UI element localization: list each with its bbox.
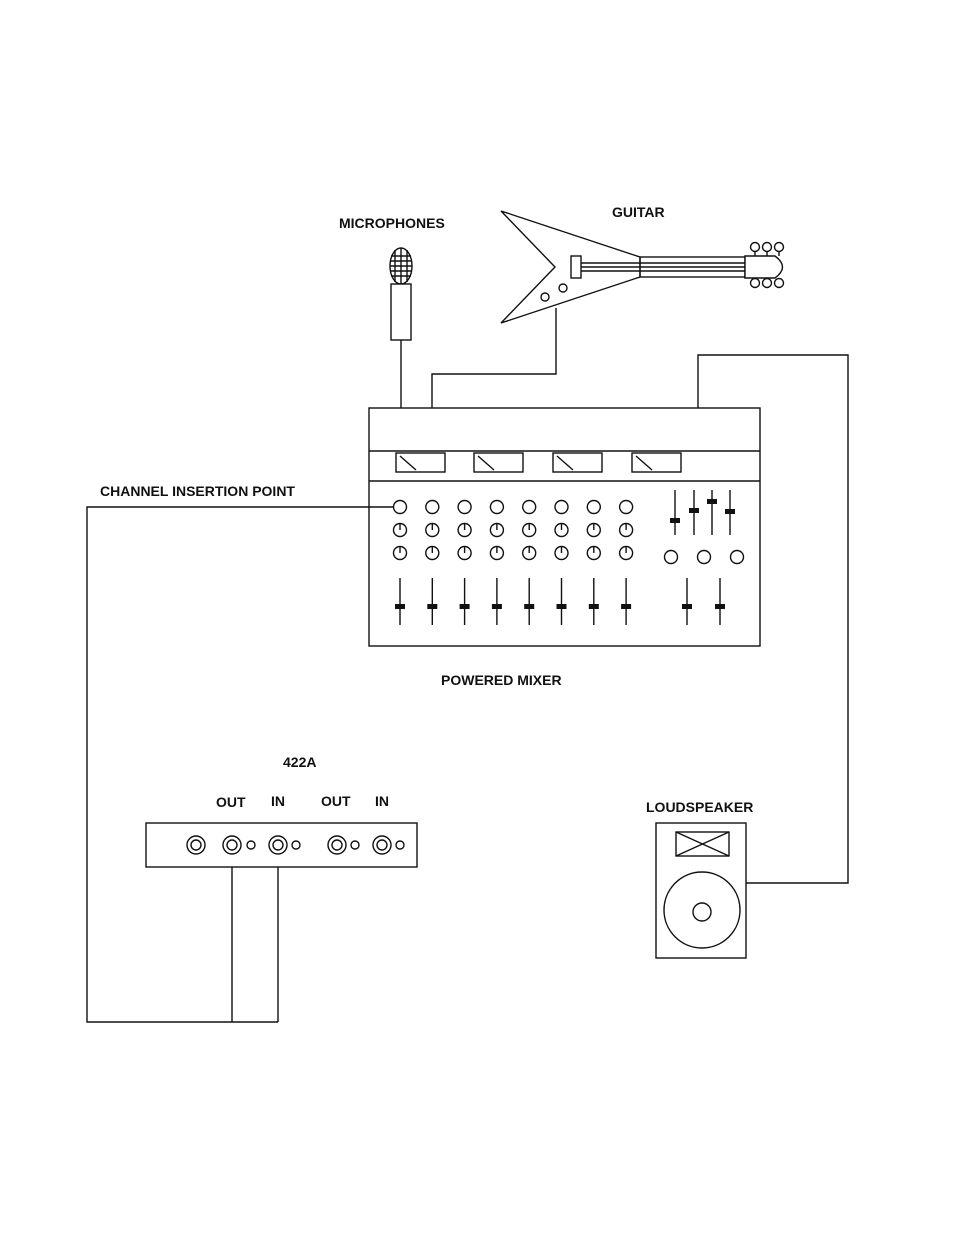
channel-fader-knob [395,604,405,609]
powered-mixer-label: POWERED MIXER [441,672,562,688]
channel-fader-knob [557,604,567,609]
microphone-icon [390,248,412,408]
loudspeaker-label: LOUDSPEAKER [646,799,753,815]
input-knob [555,501,568,514]
powered-mixer [369,408,760,646]
channel-insertion-point-label: CHANNEL INSERTION POINT [100,483,295,499]
master-fader-knob [689,508,699,513]
device-model-label: 422A [283,754,316,770]
master-fader-knob [725,509,735,514]
input-knob [490,501,503,514]
422a-unit [146,823,417,867]
jack-out-1-label: OUT [216,794,246,810]
input-knob [587,501,600,514]
channel-fader-knob [524,604,534,609]
output-fader-knob [682,604,692,609]
channel-fader-knob [589,604,599,609]
microphones-label: MICROPHONES [339,215,445,231]
channel-fader-knob [621,604,631,609]
master-knob [665,551,678,564]
guitar-label: GUITAR [612,204,665,220]
channel-fader-knob [492,604,502,609]
guitar-icon [432,211,784,408]
master-knob [731,551,744,564]
input-knob [394,501,407,514]
input-knob [426,501,439,514]
channel-fader-knob [460,604,470,609]
input-knob [620,501,633,514]
jack-in-2-label: IN [375,793,389,809]
insertion-cable [87,507,393,1022]
channel-fader-knob [427,604,437,609]
input-knob [458,501,471,514]
master-knob [698,551,711,564]
output-fader-knob [715,604,725,609]
input-knob [523,501,536,514]
loudspeaker-icon [656,823,746,958]
master-fader-knob [707,499,717,504]
jack-out-2-label: OUT [321,793,351,809]
master-fader-knob [670,518,680,523]
jack-in-1-label: IN [271,793,285,809]
jack-1-icon [187,836,205,854]
